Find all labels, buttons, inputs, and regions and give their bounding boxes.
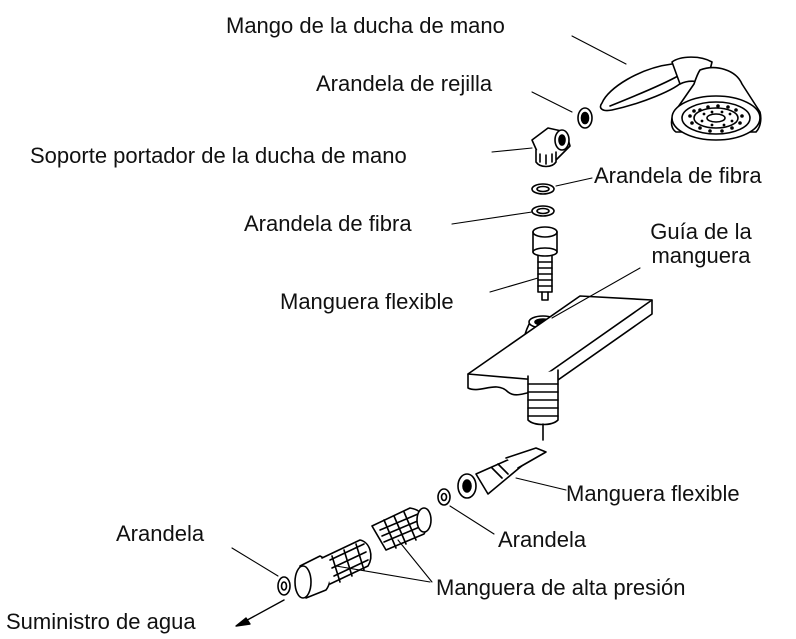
fiber-washer-lower [531, 205, 555, 217]
label-fiber-washer-right: Arandela de fibra [594, 163, 762, 188]
label-hose-guide: Guía de la manguera [636, 220, 766, 268]
countertop-slab [467, 295, 653, 396]
label-hose-guide-line2: manguera [651, 243, 751, 268]
label-water-supply: Suministro de agua [6, 609, 196, 634]
label-washer-left: Arandela [116, 521, 205, 546]
label-washer-right: Arandela [498, 527, 587, 552]
label-screen-washer: Arandela de rejilla [316, 71, 493, 96]
label-holder: Soporte portador de la ducha de mano [30, 143, 407, 168]
hand-shower-head [599, 56, 762, 141]
holder-elbow [531, 127, 571, 168]
label-flex-hose-upper: Manguera flexible [280, 289, 454, 314]
label-flex-hose-lower: Manguera flexible [566, 481, 740, 506]
washer-left [277, 576, 291, 596]
high-pressure-hose-fitting [371, 507, 432, 551]
label-high-pressure-hose: Manguera de alta presión [436, 575, 686, 600]
flexible-hose-upper [532, 226, 558, 301]
leader-lines [231, 35, 641, 583]
fiber-washer-upper [531, 183, 555, 195]
label-fiber-washer-left: Arandela de fibra [244, 211, 412, 236]
label-hose-guide-line1: Guía de la [650, 219, 752, 244]
screen-washer [577, 107, 593, 129]
water-supply-arrow [235, 599, 285, 627]
high-pressure-hose-nut [294, 539, 372, 599]
threaded-shank [527, 369, 559, 441]
flexible-hose-lower [457, 447, 547, 499]
label-handle: Mango de la ducha de mano [226, 13, 505, 38]
washer-right [437, 488, 451, 506]
